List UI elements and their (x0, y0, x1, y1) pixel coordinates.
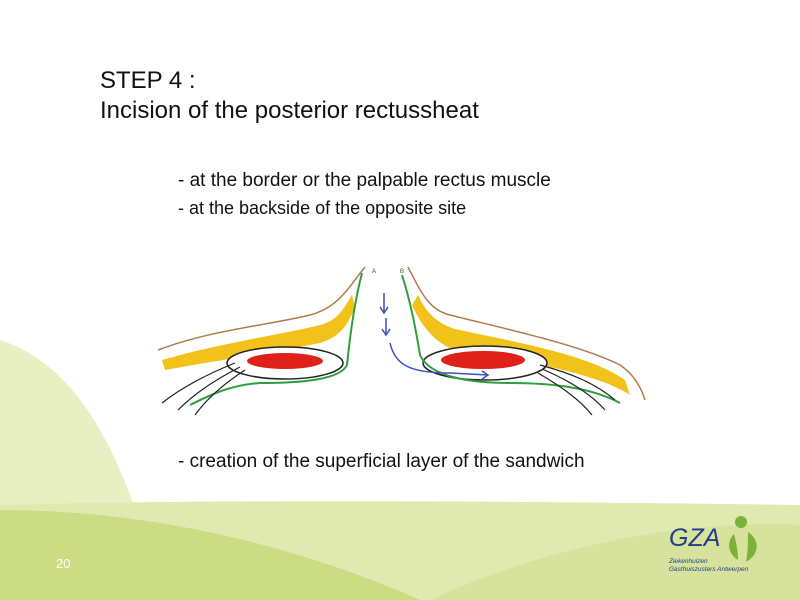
bullet-backside: - at the backside of the opposite site (178, 198, 467, 218)
logo-name: GZA (669, 524, 721, 552)
title-line-2: Incision of the posterior rectussheat (100, 97, 479, 124)
label-a: A (372, 269, 376, 275)
background-swoosh-right (430, 524, 800, 600)
logo-sub-line-1: Ziekenhuizen (669, 558, 708, 565)
background-swoosh-mid (0, 510, 420, 600)
logo-subtitle: Ziekenhuizen Gasthuiszusters Antwerpen (669, 558, 748, 574)
fat-layer-right (412, 295, 630, 395)
rectus-muscle-right-red (441, 351, 525, 369)
slide-title: STEP 4 : Incision of the posterior rectu… (100, 66, 479, 126)
page-number: 20 (56, 556, 71, 571)
title-line-1: STEP 4 : (100, 67, 196, 94)
black-lines-left (161, 362, 246, 416)
label-b: B (400, 269, 404, 275)
skin-line-right (407, 266, 646, 401)
rectus-sheath-diagram: A B (157, 266, 646, 416)
logo-leaf-icon (729, 516, 757, 562)
bullet-superficial-layer: - creation of the superficial layer of t… (178, 451, 585, 472)
arrow-curve-head (481, 370, 490, 380)
arrow-curve (389, 342, 489, 376)
arrow-down-1-head (379, 306, 389, 315)
bullet-border: - at the border or the palpable rectus m… (178, 170, 551, 191)
fat-layer-left (162, 295, 355, 370)
black-lines-right (537, 364, 616, 416)
rectus-muscle-left-red (247, 353, 323, 369)
fascia-right (401, 274, 621, 404)
logo-sub-line-2: Gasthuiszusters Antwerpen (669, 566, 749, 573)
skin-line-left (157, 266, 366, 351)
fascia-left (189, 272, 363, 406)
arrow-down-2-head (381, 328, 391, 337)
